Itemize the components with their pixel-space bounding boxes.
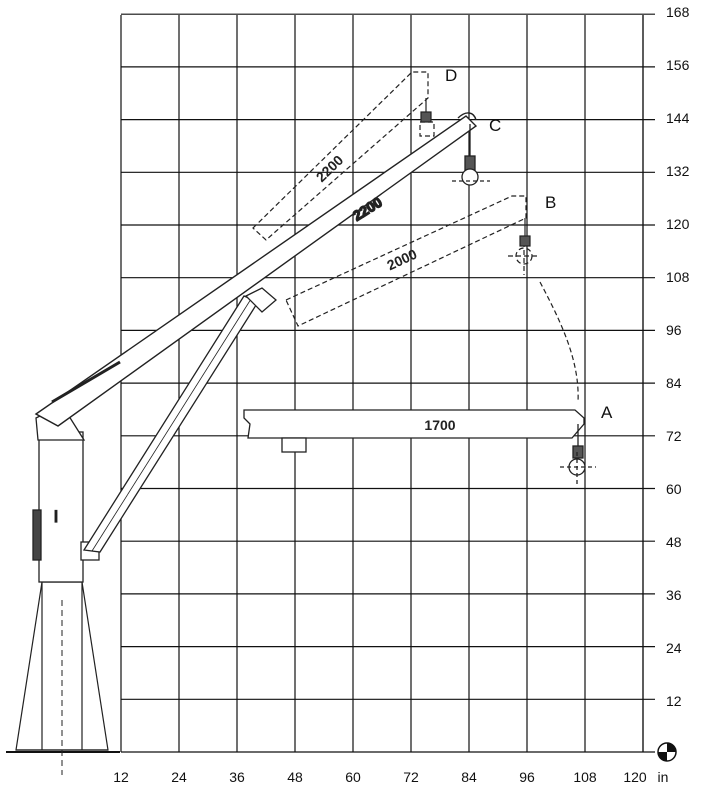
hydraulic-ram	[82, 287, 277, 553]
y-tick-label: 144	[666, 110, 690, 126]
column-side-plate	[32, 509, 42, 561]
swing-path	[539, 281, 579, 403]
crane-column: I	[32, 404, 100, 583]
boom-support-a	[281, 437, 307, 453]
y-tick-label: 12	[666, 693, 682, 709]
x-tick-label: 120	[623, 769, 647, 785]
boom-body	[34, 115, 478, 427]
ram-rod-line	[91, 298, 252, 552]
hook-a	[560, 424, 596, 486]
boom-tip-sheave	[457, 112, 477, 121]
y-tick-label: 84	[666, 375, 682, 391]
x-tick-label: 96	[519, 769, 535, 785]
column-marker-label: I	[54, 507, 59, 526]
hook-b	[519, 218, 531, 247]
hook-c	[452, 124, 490, 186]
x-tick-label: 12	[113, 769, 129, 785]
x-tick-label: 108	[573, 769, 597, 785]
y-tick-label: 108	[666, 269, 690, 285]
y-tick-label: 72	[666, 428, 682, 444]
position-label-a: A	[601, 403, 613, 422]
capacity-label-a: 1700	[424, 417, 455, 433]
position-label-c: C	[489, 116, 501, 135]
y-tick-label: 156	[666, 57, 690, 73]
y-tick-label: 96	[666, 322, 682, 338]
crane-pedestal	[15, 581, 109, 775]
x-tick-label: 72	[403, 769, 419, 785]
x-tick-label: 60	[345, 769, 361, 785]
ram-upper-mount	[244, 287, 277, 313]
x-unit-label: in	[658, 769, 669, 785]
x-tick-label: 36	[229, 769, 245, 785]
y-tick-label: 120	[666, 216, 690, 232]
x-axis: 12 24 36 48 60 72 84 96 108 120 in	[113, 769, 668, 785]
capacity-label-d: 2200	[313, 152, 347, 185]
x-tick-label: 48	[287, 769, 303, 785]
y-tick-label: 60	[666, 481, 682, 497]
y-tick-label: 24	[666, 640, 682, 656]
position-label-b: B	[545, 193, 556, 212]
y-tick-label: 48	[666, 534, 682, 550]
y-tick-label: 132	[666, 163, 690, 179]
boom-outline-b	[285, 195, 527, 327]
y-tick-label: 168	[666, 4, 690, 20]
boom-counter-plate	[51, 360, 121, 404]
y-tick-label: 36	[666, 587, 682, 603]
capacity-label-b: 2000	[384, 246, 419, 274]
hook-ball-c	[461, 168, 479, 186]
rotation-symbol-icon	[657, 742, 677, 762]
boom-position-a: 1700	[243, 409, 585, 453]
x-tick-label: 24	[171, 769, 187, 785]
column-body	[38, 431, 84, 583]
y-axis: 12 24 36 48 60 72 84 96 108 120 132 144 …	[666, 4, 690, 709]
boom-outline-d	[252, 71, 429, 241]
hook-d	[420, 98, 432, 123]
boom-outline-a	[243, 409, 585, 439]
position-label-d: D	[445, 66, 457, 85]
hook-block-d	[419, 121, 435, 137]
x-tick-label: 84	[461, 769, 477, 785]
crane-boom: 2200	[34, 112, 478, 427]
